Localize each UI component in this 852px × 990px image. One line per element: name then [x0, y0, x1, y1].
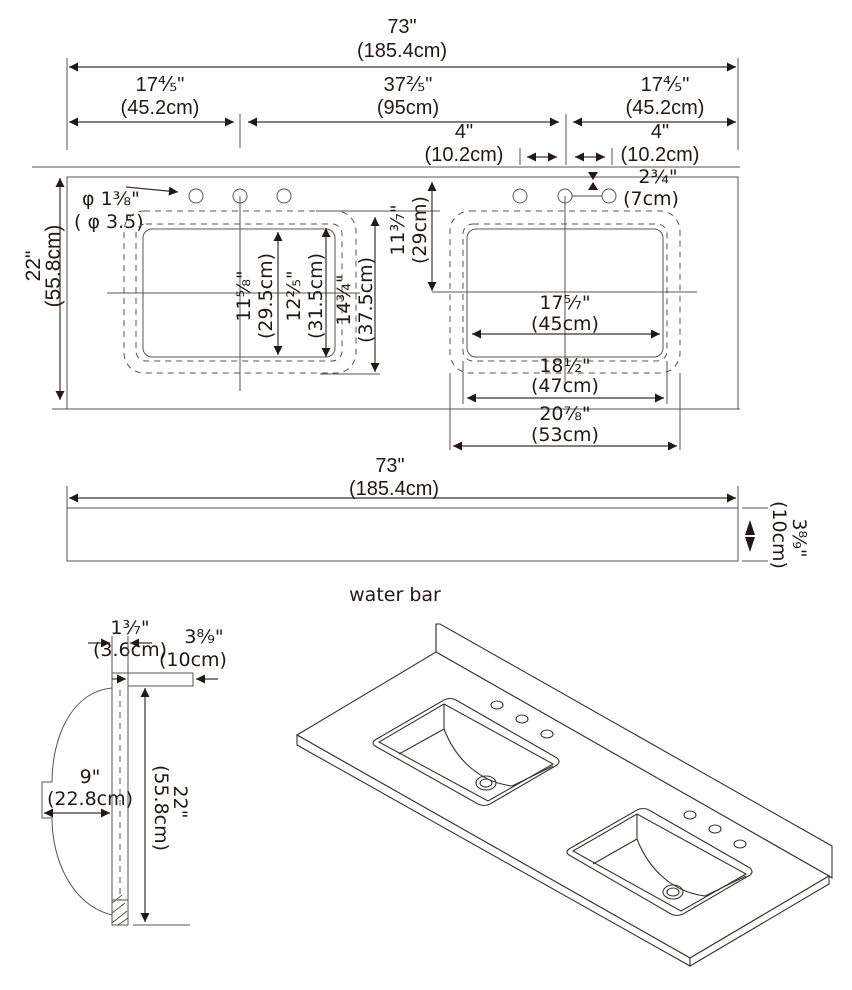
- right-bowl: 17⁵⁄₇" (45cm) 18½" (47cm) 20⅞" (53cm): [432, 196, 697, 451]
- hole-spacing-right-cm-label: (10.2cm): [621, 144, 700, 166]
- backsplash-height-in-label: 3⁸⁄₉": [788, 518, 810, 557]
- back-to-sink-center-cm-label: (29cm): [409, 196, 431, 264]
- overall-width-in-label: 73": [387, 16, 416, 38]
- overall-width-cm-label: (185.4cm): [357, 40, 447, 62]
- iso-faucet-hole: [515, 714, 529, 724]
- bowl-width-inner-in-label: 17⁵⁄₇": [539, 292, 590, 314]
- iso-right-drain: [662, 884, 684, 900]
- top-depth-cm-label: (55.8cm): [150, 765, 172, 851]
- right-offset-in-label: 17⅘": [641, 74, 690, 96]
- hole-spacing-left-cm-label: (10.2cm): [425, 144, 504, 166]
- water-bar-label: water bar: [349, 584, 441, 606]
- side-view: 1³⁄₇" (3.6cm) 3⁸⁄₉" (10cm) 9" (22.8cm) 2…: [41, 617, 227, 926]
- iso-right-bowl-basin: [592, 814, 747, 897]
- hole-diameter-leader: [125, 186, 179, 196]
- bowl-depth-outer-cm-label: (37.5cm): [355, 257, 377, 343]
- back-to-sink-center-in-label: 11³⁄₇": [387, 204, 409, 255]
- bowl-width-inner-cm-label: (45cm): [531, 313, 599, 335]
- iso-faucet-hole: [540, 729, 554, 739]
- iso-faucet-hole: [490, 700, 504, 710]
- back-to-hole-arrow-top: [588, 172, 598, 180]
- iso-right-bowl-inner: [571, 813, 748, 912]
- iso-faucet-hole: [733, 839, 747, 849]
- hatching: [111, 894, 129, 926]
- faucet-hole: [276, 188, 292, 204]
- hole-spacing-right-in-label: 4": [651, 121, 669, 143]
- bowl-width-middle-in-label: 18½": [539, 355, 590, 377]
- countertop-profile: [111, 672, 129, 926]
- hole-diameter-cm-label: ( φ 3.5): [74, 211, 144, 233]
- top-depth-in-label: 22": [169, 786, 191, 819]
- faucet-hole: [601, 188, 617, 204]
- bowl-depth-middle-in-label: 12⅖": [283, 270, 305, 321]
- backsplash-width-in-label: 73": [375, 455, 404, 477]
- hole-diameter-in-label: φ 1⅜": [82, 188, 140, 210]
- right-offset-cm-label: (45.2cm): [626, 97, 705, 119]
- back-to-hole-arrow-bottom: [588, 182, 598, 190]
- isometric-view: water bar: [295, 584, 833, 967]
- bowl-width-middle-cm-label: (47cm): [531, 375, 599, 397]
- bowl-depth-cm-label: (22.8cm): [47, 788, 133, 810]
- overall-depth-in-label: 22": [22, 251, 45, 282]
- iso-left-drain-inner: [479, 778, 493, 788]
- backsplash-depth-in-label: 3⁸⁄₉": [184, 626, 223, 648]
- back-to-hole-cm-label: (7cm): [623, 188, 679, 210]
- iso-countertop-side: [689, 875, 830, 967]
- backsplash-width-cm-label: (185.4cm): [349, 478, 439, 500]
- sink-spacing-cm-label: (95cm): [377, 97, 439, 119]
- top-thickness-in-label: 1³⁄₇": [110, 617, 149, 639]
- left-offset-cm-label: (45.2cm): [121, 97, 200, 119]
- faucet-hole: [188, 188, 204, 204]
- overall-depth-cm-label: (55.8cm): [42, 225, 65, 308]
- bowl-depth-in-label: 9": [80, 766, 101, 788]
- top-thickness-cm-label: (3.6cm): [93, 639, 167, 661]
- iso-left-bowl-inner: [377, 703, 555, 802]
- backsplash-profile: [127, 672, 194, 687]
- left-bowl: 11⅝" (29.5cm) 12⅖" (31.5cm) 14¾" (37.5cm…: [107, 196, 380, 391]
- iso-left-bowl-rim: [372, 697, 560, 807]
- bowl-depth-middle-cm-label: (31.5cm): [305, 253, 327, 339]
- iso-right-bowl-rim: [566, 807, 753, 917]
- left-offset-in-label: 17⅘": [136, 74, 185, 96]
- iso-left-drain: [475, 775, 497, 791]
- bowl-depth-outer-in-label: 14¾": [333, 274, 355, 325]
- backsplash-outline: [66, 507, 739, 562]
- iso-right-drain-inner: [666, 887, 680, 897]
- backsplash-view: 73" (185.4cm) (10cm) 3⁸⁄₉": [66, 455, 810, 569]
- iso-faucet-hole: [683, 810, 697, 820]
- iso-left-bowl-basin: [398, 704, 554, 787]
- bowl-profile: [41, 687, 113, 916]
- bowl-depth-inner-in-label: 11⅝": [233, 270, 255, 321]
- iso-faucet-hole: [708, 824, 722, 834]
- bowl-width-outer-in-label: 20⅞": [539, 403, 590, 425]
- backsplash-depth-cm-label: (10cm): [159, 649, 227, 671]
- sink-spacing-in-label: 37⅖": [384, 74, 433, 96]
- bowl-outer-dashed: [123, 210, 357, 374]
- backsplash-height-arrow-down: [745, 537, 755, 552]
- hole-spacing-left-in-label: 4": [455, 121, 473, 143]
- backsplash-height-cm-label: (10cm): [768, 501, 790, 569]
- bowl-depth-inner-cm-label: (29.5cm): [255, 253, 277, 339]
- faucet-hole: [512, 188, 528, 204]
- back-to-hole-in-label: 2¾": [638, 166, 677, 188]
- bowl-width-outer-cm-label: (53cm): [531, 424, 599, 446]
- backsplash-height-arrow-up: [745, 520, 755, 535]
- top-view: 73" (185.4cm) 17⅘" (45.2cm) 37⅖" (95cm) …: [22, 16, 740, 451]
